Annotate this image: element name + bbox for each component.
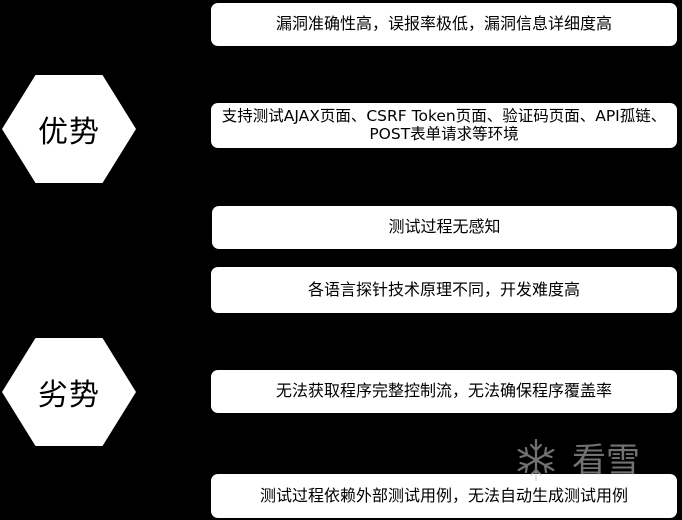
advantage-item-transparent-testing: 测试过程无感知 [212, 206, 677, 249]
disadvantage-item-text: 各语言探针技术原理不同，开发难度高 [307, 279, 580, 299]
watermark: 看雪 [517, 438, 640, 482]
advantage-item-text: 漏洞准确性高，误报率极低，漏洞信息详细度高 [275, 14, 612, 34]
disadvantage-item-coverage: 无法获取程序完整控制流，无法确保程序覆盖率 [211, 370, 677, 413]
advantage-item-text: 支持测试AJAX页面、CSRF Token页面、验证码页面、API孤链、POST… [221, 106, 667, 143]
advantage-item-supported-environments: 支持测试AJAX页面、CSRF Token页面、验证码页面、API孤链、POST… [211, 103, 677, 148]
watermark-text: 看雪 [572, 441, 640, 481]
advantage-item-text: 测试过程无感知 [388, 217, 501, 237]
disadvantage-item-development-difficulty: 各语言探针技术原理不同，开发难度高 [211, 267, 677, 313]
advantages-hexagon: 优势 [2, 75, 136, 183]
disadvantages-hexagon: 劣势 [2, 338, 136, 446]
advantages-label: 优势 [38, 115, 100, 150]
disadvantage-item-text: 无法获取程序完整控制流，无法确保程序覆盖率 [275, 381, 612, 401]
advantage-item-accuracy: 漏洞准确性高，误报率极低，漏洞信息详细度高 [211, 3, 677, 46]
disadvantage-item-text: 测试过程依赖外部测试用例，无法自动生成测试用例 [259, 485, 628, 505]
disadvantage-item-external-testcases: 测试过程依赖外部测试用例，无法自动生成测试用例 [211, 474, 677, 518]
disadvantages-label: 劣势 [38, 378, 100, 413]
snowflake-logo-icon [517, 438, 555, 482]
